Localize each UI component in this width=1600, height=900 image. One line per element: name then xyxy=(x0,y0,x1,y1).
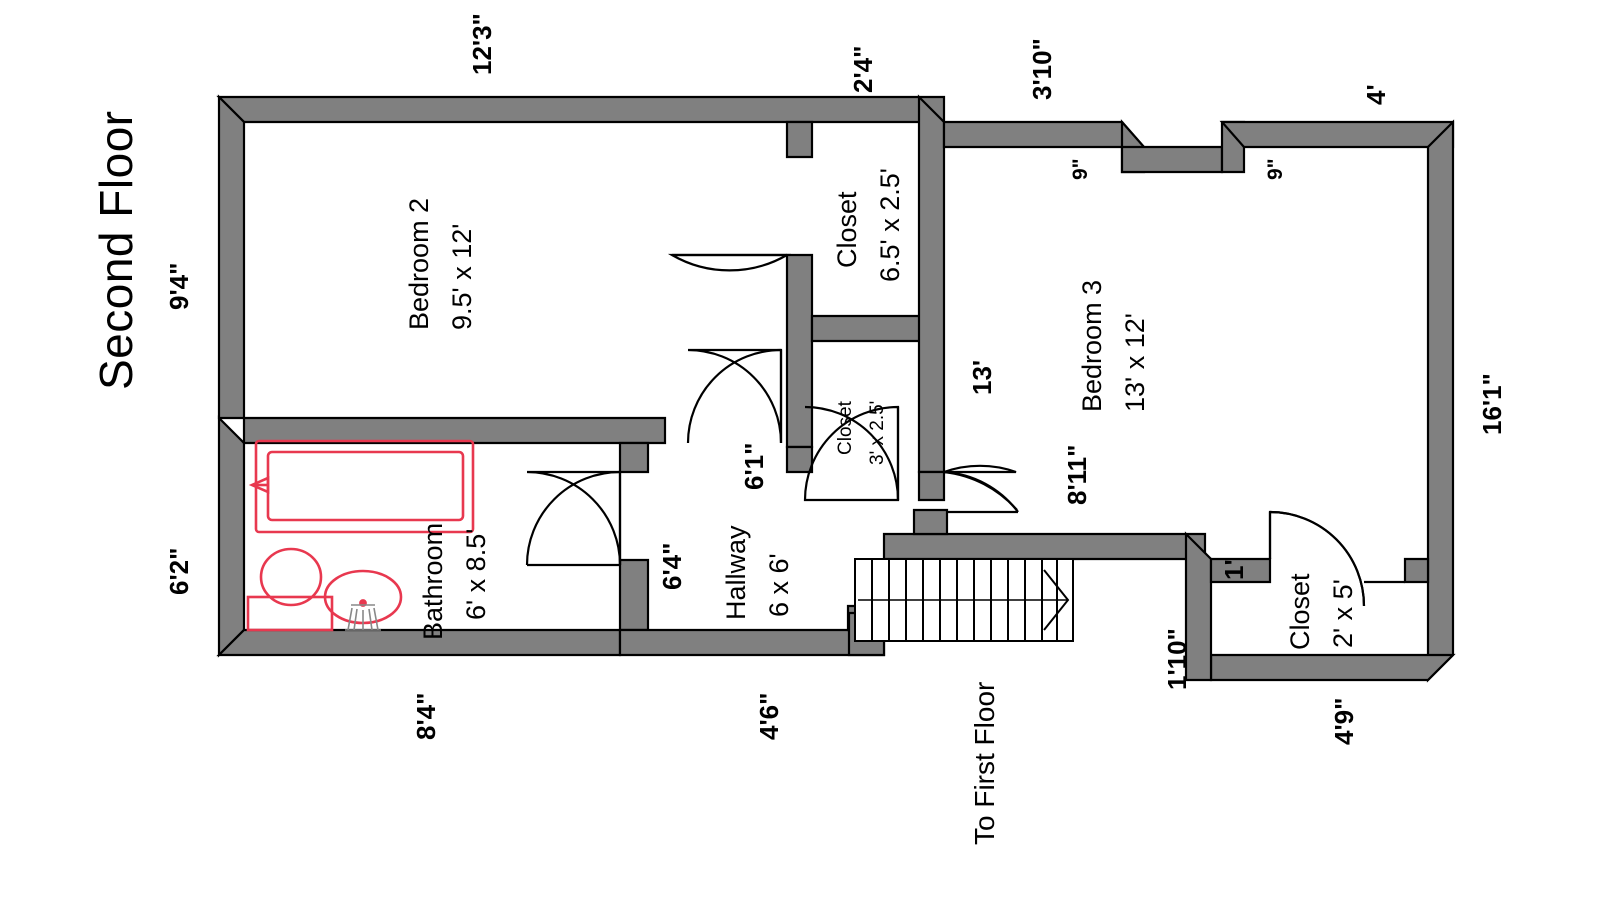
door-bedroom3-arc xyxy=(943,470,1018,511)
wall-closet-divider xyxy=(810,314,923,343)
bathtub-basin xyxy=(266,450,465,522)
room-label-bedroom2: Bedroom 2 xyxy=(404,197,434,330)
door-closet-big xyxy=(667,253,792,272)
wall-closet-top-jamb xyxy=(785,120,814,159)
wall-bed3-notch-bottom xyxy=(1120,145,1224,174)
door-bathroom xyxy=(526,470,622,566)
wall-stairs-top xyxy=(882,532,1207,561)
room-label-closet-big: Closet xyxy=(832,191,862,268)
dim-mid-13: 13' xyxy=(967,359,997,395)
wall-closet-bottom-jamb xyxy=(785,445,814,474)
dim-1ft: 1' xyxy=(1219,559,1249,580)
wall-right-closet-bottom xyxy=(1209,653,1456,682)
room-label-closet-right: Closet xyxy=(1285,573,1315,650)
wall-bed3-top-right xyxy=(1219,120,1455,149)
room-size-closet-right: 2' x 5' xyxy=(1328,579,1358,648)
dim-top-left: 12'3" xyxy=(467,13,497,75)
door-detail-group xyxy=(525,253,1405,607)
room-size-closet-small: 3' x 2.5' xyxy=(867,400,888,465)
dim-top-right-a: 3'10" xyxy=(1027,38,1057,100)
door-closet-small-arc xyxy=(804,405,900,501)
wall-right-outer xyxy=(1426,119,1455,683)
wall-bed2-closet-partition xyxy=(785,253,814,449)
door-closet-small xyxy=(803,405,900,502)
stair-direction-arrow xyxy=(1043,569,1070,631)
room-size-bedroom2: 9.5' x 12' xyxy=(447,223,477,330)
dim-811: 8'11" xyxy=(1062,444,1092,505)
stairs-label: To First Floor xyxy=(969,681,1000,845)
dim-right-outer: 16'1" xyxy=(1477,373,1507,435)
room-label-closet-small: Closet xyxy=(835,401,856,455)
door-bathroom-arc xyxy=(525,470,621,566)
staircase xyxy=(854,558,1074,642)
room-label-bedroom3: Bedroom 3 xyxy=(1077,279,1107,412)
dim-top-right-b: 4' xyxy=(1361,84,1391,105)
wall-small-closet-jamb xyxy=(917,470,946,502)
room-size-bathroom: 6' x 8.5' xyxy=(461,528,491,620)
dim-hall-bottom: 4'6" xyxy=(754,692,784,740)
dim-hall-61: 6'1" xyxy=(739,442,769,490)
door-bedroom3-swing xyxy=(943,470,1019,513)
page-title: Second Floor xyxy=(90,110,142,390)
wall-right-closet-right-jamb xyxy=(1403,557,1430,584)
wall-top-main xyxy=(216,95,946,124)
wall-closets-right xyxy=(917,94,946,474)
room-size-bedroom3: 13' x 12' xyxy=(1120,313,1150,412)
wall-left-lower xyxy=(217,415,246,658)
bathtub-outer xyxy=(254,439,475,534)
dim-hall-64: 6'4" xyxy=(657,542,687,590)
toilet-tank xyxy=(246,595,334,632)
wall-hallway-bottom xyxy=(618,628,886,657)
bathroom-fixtures xyxy=(246,439,475,632)
wall-bed2-bath-divider xyxy=(242,416,667,445)
dim-notch-left: 9" xyxy=(1069,158,1092,180)
wall-stub-bathroom-right xyxy=(618,558,650,632)
room-size-hallway: 6 x 6' xyxy=(764,553,794,617)
dim-notch-right: 9" xyxy=(1264,158,1287,180)
wall-right-closet-jamb xyxy=(1209,557,1272,584)
room-size-closet-big: 6.5' x 2.5' xyxy=(875,168,905,282)
sink-pedestal xyxy=(345,604,381,631)
door-bedroom2-arc xyxy=(686,348,782,444)
door-closet-right-swing xyxy=(1269,510,1366,607)
room-label-hallway: Hallway xyxy=(721,525,751,620)
wall-right-closet-left xyxy=(1184,531,1213,682)
door-bedroom3 xyxy=(943,464,1017,474)
dim-110: 1'10" xyxy=(1162,628,1192,690)
room-label-bathroom: Bathroom xyxy=(418,522,448,640)
wall-left-upper xyxy=(217,94,246,420)
wall-stairs-newel xyxy=(912,508,949,536)
dim-left-lower: 6'2" xyxy=(164,547,194,595)
dim-bath-bottom: 8'4" xyxy=(411,692,441,740)
door-bedroom2 xyxy=(687,348,783,444)
wall-stub-bath-door-jamb xyxy=(618,441,650,474)
dim-top-closet: 2'4" xyxy=(848,45,878,93)
dim-49: 4'9" xyxy=(1329,697,1359,745)
wall-bed3-top-left xyxy=(942,120,1147,149)
toilet-bowl xyxy=(259,547,323,607)
dim-left-upper: 9'4" xyxy=(164,262,194,310)
wall-group xyxy=(216,94,1456,683)
